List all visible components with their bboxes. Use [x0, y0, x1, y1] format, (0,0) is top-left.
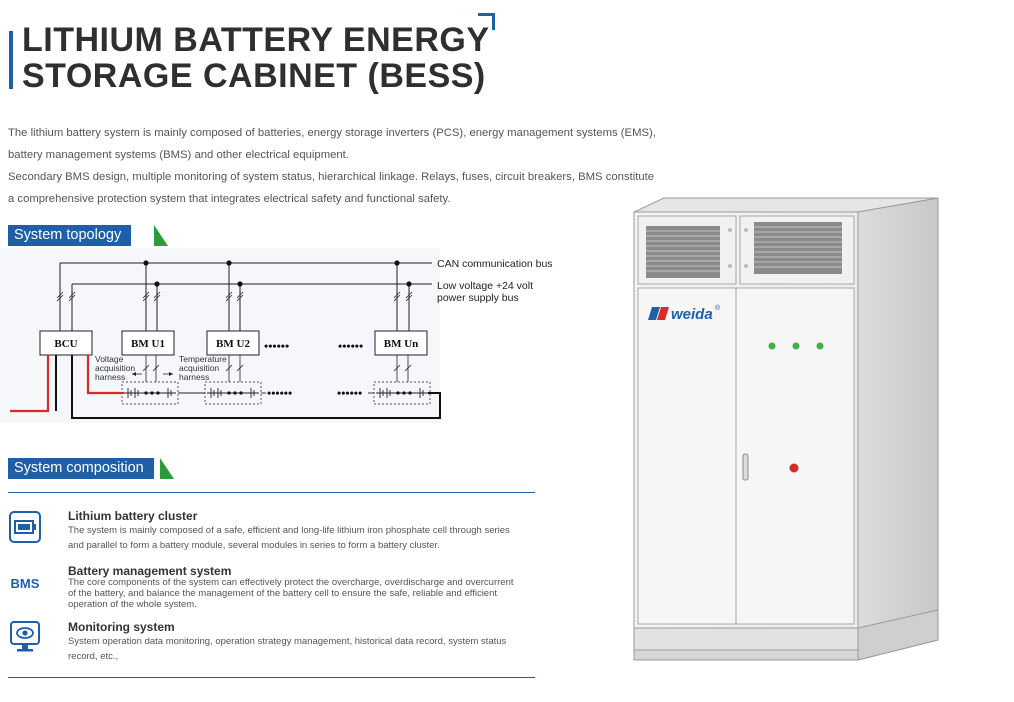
composition-heading: System composition [8, 458, 188, 479]
cabinet-base-side [857, 609, 939, 661]
title-line-2: STORAGE CABINET (BESS) [22, 57, 486, 95]
ellipsis-lower-left: •••••• [267, 386, 292, 400]
bcu-label: BCU [54, 338, 77, 350]
cabinet-base [633, 627, 859, 651]
ellipsis-upper-left: •••••• [264, 339, 289, 353]
topology-diagram: BCU BM U1 BM U2 BM Un •••••• •••••• Volt… [0, 248, 553, 423]
bus-junctions [143, 260, 412, 287]
svg-text:Voltage: Voltage [95, 354, 124, 364]
temperature-harness-label: Temperature acquisition harness [179, 354, 227, 382]
battery-icon [9, 511, 41, 543]
title-accent-bar [9, 31, 13, 89]
door-handle [742, 453, 749, 481]
ellipsis-upper-right: •••••• [338, 339, 363, 353]
cell-symbols [124, 388, 428, 398]
wire-break-marks [56, 291, 413, 302]
bmu1-label: BM U1 [131, 338, 165, 350]
svg-text:acquisition: acquisition [179, 363, 219, 373]
bms-icon: BMS [9, 567, 41, 599]
intro-line: The lithium battery system is mainly com… [8, 127, 656, 139]
monitoring-desc: System operation data monitoring, operat… [68, 636, 507, 662]
power-bus-label-1: Low voltage +24 volt [437, 280, 533, 292]
red-wire-bcu [10, 355, 50, 413]
composition-divider-top [8, 492, 535, 493]
composition-divider-bottom [8, 677, 535, 678]
cabinet-image: weida ® [633, 197, 939, 661]
cabinet-plinth [633, 649, 859, 661]
intro-line: battery management systems (BMS) and oth… [8, 149, 349, 161]
intro-text: The lithium battery system is mainly com… [8, 122, 668, 210]
composition-heading-accent [160, 458, 174, 479]
cell-ellipsis-dots [144, 391, 412, 395]
harness-drops [142, 355, 412, 382]
ellipsis-lower-right: •••••• [337, 386, 362, 400]
bmu1-box [121, 330, 175, 356]
topology-heading-accent [154, 225, 168, 246]
page-title: LITHIUM BATTERY ENERGY STORAGE CABINET (… [22, 22, 490, 94]
can-bus-label: CAN communication bus [437, 258, 553, 270]
bmu2-label: BM U2 [216, 338, 250, 350]
composition-heading-label: System composition [8, 458, 154, 479]
power-bus-label-2: power supply bus [437, 292, 519, 304]
emergency-stop-button [789, 463, 799, 473]
vent-right [754, 222, 842, 274]
door-right [735, 287, 855, 625]
status-leds [768, 342, 824, 350]
svg-text:weida: weida [671, 306, 713, 323]
door-left [637, 287, 737, 625]
cabinet-side [857, 197, 939, 661]
intro-line: Secondary BMS design, multiple monitorin… [8, 171, 655, 183]
svg-text:harness: harness [179, 372, 209, 382]
bms-icon-text: BMS [10, 575, 40, 591]
bmun-label: BM Un [384, 338, 419, 350]
vent-left [646, 226, 720, 278]
battery-cluster-title: Lithium battery cluster [68, 509, 198, 523]
svg-text:acquisition: acquisition [95, 363, 135, 373]
svg-text:®: ® [715, 304, 721, 312]
topology-heading: System topology [8, 225, 178, 246]
bmun-box [374, 330, 428, 356]
weida-logo: weida ® [648, 304, 721, 323]
panel-screws [728, 228, 748, 268]
bms-title: Battery management system [68, 564, 232, 578]
red-wire-module [86, 355, 124, 395]
bms-desc: The core components of the system can ef… [68, 577, 514, 610]
svg-text:Temperature: Temperature [179, 354, 227, 364]
title-line-1: LITHIUM BATTERY ENERGY [22, 21, 490, 59]
topology-heading-label: System topology [8, 225, 132, 246]
bmu2-box [206, 330, 260, 356]
voltage-harness-label: Voltage acquisition harness [95, 354, 135, 382]
black-return-wire [71, 355, 441, 419]
monitoring-title: Monitoring system [68, 620, 175, 634]
monitor-icon [9, 620, 41, 659]
battery-cluster-desc: The system is mainly composed of a safe,… [68, 525, 510, 551]
svg-text:harness: harness [95, 372, 125, 382]
title-corner-mark [478, 13, 495, 30]
intro-line: a comprehensive protection system that i… [8, 193, 451, 205]
bcu-box [39, 330, 93, 356]
